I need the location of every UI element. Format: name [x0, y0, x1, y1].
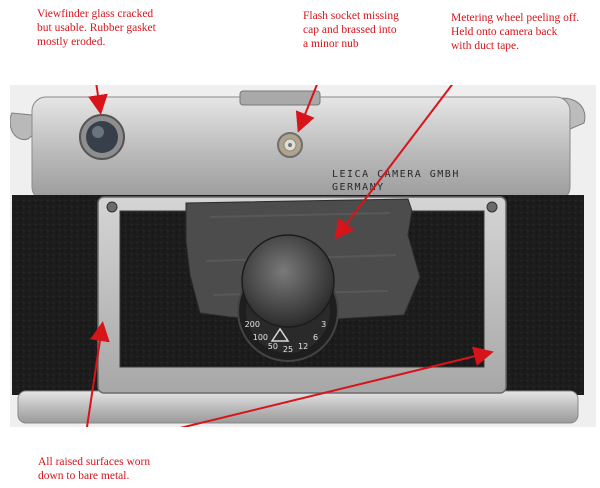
dial-number: 200	[245, 320, 260, 329]
dial-number: 12	[298, 342, 308, 351]
annotation-viewfinder: Viewfinder glass cracked but usable. Rub…	[37, 8, 156, 48]
engraving-line-2: GERMANY	[332, 182, 385, 193]
viewfinder-eyepiece	[79, 114, 125, 160]
annotation-flash-socket: Flash socket missing cap and brassed int…	[303, 10, 399, 50]
metering-wheel	[237, 234, 339, 362]
annotation-metering-wheel: Metering wheel peeling off. Held onto ca…	[451, 12, 580, 52]
bottom-plate	[17, 390, 579, 424]
engraving-line-1: LEICA CAMERA GMBH	[332, 169, 460, 180]
dial-number: 3	[321, 320, 326, 329]
door-screw	[486, 201, 498, 213]
door-screw	[106, 201, 118, 213]
metering-knob	[241, 234, 335, 328]
accessory-shoe	[239, 90, 321, 106]
annotation-worn-surfaces: All raised surfaces worn down to bare me…	[38, 456, 151, 482]
dial-number: 25	[283, 345, 293, 354]
flash-socket	[277, 132, 303, 158]
dial-number: 50	[268, 342, 278, 351]
dial-number: 6	[313, 333, 318, 342]
dial-number: 100	[253, 333, 268, 342]
